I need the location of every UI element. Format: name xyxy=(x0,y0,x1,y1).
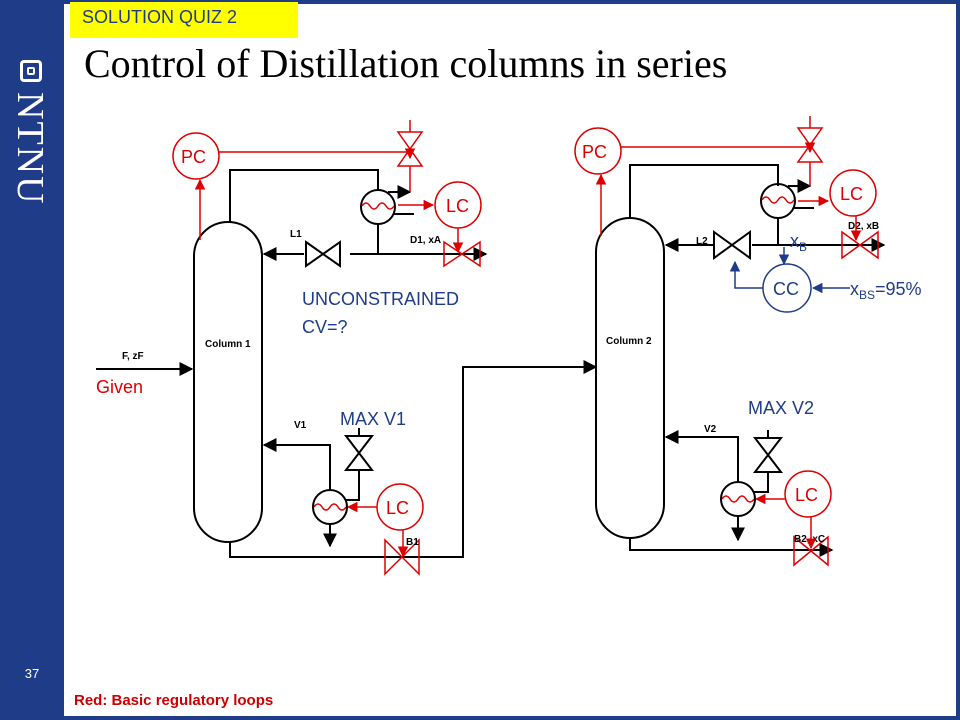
column1-steam-valve xyxy=(343,435,375,471)
column1-condenser-coil xyxy=(361,202,395,210)
column2-steam-stem xyxy=(754,430,769,493)
column2-distillate-valve xyxy=(841,230,879,260)
solution-badge xyxy=(70,2,298,38)
solution-badge-label: SOLUTION QUIZ 2 xyxy=(82,7,238,27)
column2-lc-bottom-bubble xyxy=(784,470,832,518)
column1-bottoms-label: B1 xyxy=(406,537,419,548)
column2-lc-bottom-label: LC xyxy=(795,485,818,505)
column1-reflux-label: L1 xyxy=(290,229,302,240)
slide-number: 37 xyxy=(24,666,40,681)
column2-pc-label: PC xyxy=(582,142,607,162)
column2-label: Column 2 xyxy=(606,336,652,347)
column2-vapor-label: V2 xyxy=(704,424,717,435)
column2-condensate-line xyxy=(752,218,779,246)
column1-reboiler-coil xyxy=(313,503,347,511)
column1-distillate-valve xyxy=(443,240,481,268)
column2-steam-valve xyxy=(752,437,784,473)
column1-vapor-label: V1 xyxy=(294,420,307,431)
column1-cv-question: CV=? xyxy=(302,317,348,337)
column2-lc-top-bubble xyxy=(829,169,877,217)
column1-max-label: MAX V1 xyxy=(340,409,406,429)
frame-bottom-border xyxy=(64,716,960,720)
column1-steam-stem xyxy=(346,428,360,501)
page-title: Control of Distillation columns in serie… xyxy=(84,41,728,86)
column1-label: Column 1 xyxy=(205,339,251,350)
column1-pc-output xyxy=(219,148,416,160)
column2-cooling-valve xyxy=(796,127,824,163)
column2-reflux-label: L2 xyxy=(696,236,708,247)
column2-xb-label: xB xyxy=(790,231,807,254)
column1-condensate-line xyxy=(350,224,379,255)
column2-reboiler-coil xyxy=(721,495,755,503)
column1-unconstrained-label: UNCONSTRAINED xyxy=(302,289,459,309)
column1-bottoms-valve xyxy=(384,538,420,576)
ntnu-logo-icon xyxy=(20,60,42,82)
column2-overhead-line xyxy=(629,164,779,218)
column1-lc-top-label: LC xyxy=(446,196,469,216)
column1-overhead-line xyxy=(229,169,379,222)
column2-cc-output xyxy=(729,260,763,289)
column2-lc-top-label: LC xyxy=(840,184,863,204)
column2-bottoms-line xyxy=(629,538,834,557)
column2-setpoint-label: xBS=95% xyxy=(850,279,922,302)
ntnu-sidebar: NTNU 37 xyxy=(0,0,64,720)
column1-cooling-valve xyxy=(396,131,424,167)
column1-distillate-label: D1, xA xyxy=(410,235,441,246)
column2-condenser-coil xyxy=(761,196,795,204)
column1-vapor-line xyxy=(262,438,331,490)
column1-vessel xyxy=(193,221,263,543)
column2-distillate-label: D2, xB xyxy=(848,221,879,232)
column1-bottoms-line xyxy=(229,360,598,558)
column2-bottoms-label: B2, xC xyxy=(794,534,825,545)
frame-right-border xyxy=(956,0,960,720)
footer-note: Red: Basic regulatory loops xyxy=(74,692,274,709)
column1-feed-label: F, zF xyxy=(122,351,144,362)
column2-vapor-line xyxy=(664,430,739,482)
column2-vessel xyxy=(595,217,665,539)
column2-cc-label: CC xyxy=(773,279,799,299)
column2-reflux-valve xyxy=(713,230,751,260)
column2-max-label: MAX V2 xyxy=(748,398,814,418)
frame-top-border xyxy=(64,0,960,4)
column1-reflux-valve xyxy=(305,240,341,268)
column1-lc-bottom-label: LC xyxy=(386,498,409,518)
column2-bottoms-valve xyxy=(793,535,829,567)
column1-feed-note: Given xyxy=(96,377,143,397)
column1-pc-label: PC xyxy=(181,147,206,167)
column2-pc-output xyxy=(621,142,816,154)
